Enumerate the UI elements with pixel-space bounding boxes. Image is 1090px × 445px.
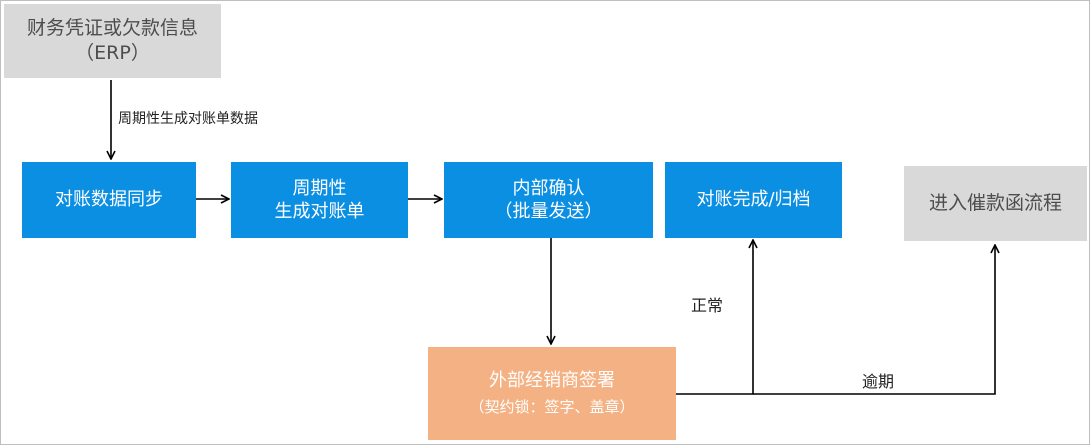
node-dealer-sign-line2: （契约锁：签字、盖章） [469, 398, 635, 417]
edge-label-periodic-generate: 周期性生成对账单数据 [118, 111, 258, 127]
node-generate: 周期性 生成对账单 [231, 162, 408, 238]
node-complete: 对账完成/归档 [665, 162, 842, 238]
node-confirm: 内部确认 （批量发送） [444, 162, 653, 238]
node-dealer-sign-line1: 外部经销商签署 [489, 370, 615, 392]
node-generate-line1: 周期性 [292, 177, 347, 199]
node-sync: 对账数据同步 [22, 162, 196, 238]
node-erp-source-line2: （ERP） [75, 42, 150, 64]
node-confirm-line2: （批量发送） [494, 201, 603, 222]
arrow-dealer-to-collection [753, 245, 995, 395]
node-collection-label: 进入催款函流程 [928, 192, 1062, 215]
node-sync-label: 对账数据同步 [55, 189, 163, 211]
node-collection: 进入催款函流程 [904, 166, 1087, 241]
node-erp-source: 财务凭证或欠款信息 （ERP） [4, 4, 221, 78]
arrow-dealer-to-complete [676, 240, 753, 395]
node-dealer-sign: 外部经销商签署 （契约锁：签字、盖章） [428, 347, 676, 440]
edge-label-overdue: 逾期 [862, 372, 895, 391]
node-complete-label: 对账完成/归档 [696, 189, 811, 211]
node-confirm-line1: 内部确认 [512, 177, 585, 199]
node-generate-line2: 生成对账单 [274, 201, 365, 222]
node-erp-source-line1: 财务凭证或欠款信息 [26, 17, 198, 40]
edge-label-normal: 正常 [691, 296, 724, 315]
